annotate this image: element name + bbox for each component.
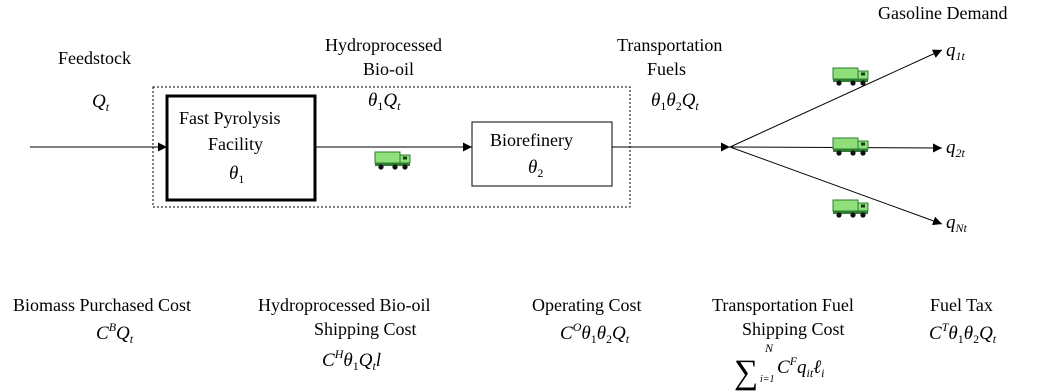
gasoline-demand-label: Gasoline Demand xyxy=(878,3,1007,23)
feedstock-math: Qt xyxy=(92,91,110,114)
fuel-shipping-lower: i=1 xyxy=(760,374,775,385)
demand-q2: q2t xyxy=(946,137,966,160)
fuels-math: θ1θ2Qt xyxy=(651,90,699,113)
pyrolysis-box xyxy=(165,94,317,202)
fuel-shipping-upper: N xyxy=(764,341,774,355)
feedstock-label: Feedstock xyxy=(58,48,131,68)
fuels-label-line2: Fuels xyxy=(647,59,686,79)
pyrolysis-label-line1: Fast Pyrolysis xyxy=(179,108,281,128)
fuel-shipping-math: CFqitℓi xyxy=(777,354,824,380)
bio-oil-math: θ1Qt xyxy=(368,90,401,113)
bio-oil-label-line2: Bio-oil xyxy=(363,59,414,79)
demand-qn: qNt xyxy=(946,212,968,235)
fuel-tax-math: CTθ1θ2Qt xyxy=(929,320,997,346)
operating-cost-math: COθ1θ2Qt xyxy=(560,320,630,346)
biorefinery-box xyxy=(471,121,613,187)
demand-arrow-n xyxy=(729,146,943,226)
demand-arrow-1 xyxy=(729,49,943,148)
biomass-cost-math: CBQt xyxy=(96,320,134,346)
demand-q1: q1t xyxy=(946,40,966,63)
fuel-tax-label: Fuel Tax xyxy=(930,295,993,315)
pyrolysis-theta: θ1 xyxy=(229,163,244,186)
hydro-shipping-label-line1: Hydroprocessed Bio-oil xyxy=(258,295,430,315)
hydro-shipping-math: CHθ1Qtl xyxy=(322,347,381,373)
biomass-cost-label: Biomass Purchased Cost xyxy=(13,295,191,315)
pyrolysis-label-line2: Facility xyxy=(208,134,263,154)
hydro-shipping-label-line2: Shipping Cost xyxy=(314,319,417,339)
fuel-shipping-label-line1: Transportation Fuel xyxy=(712,295,854,315)
truck-icon xyxy=(374,151,411,171)
fuels-label-line1: Transportation xyxy=(617,35,722,55)
bio-oil-label-line1: Hydroprocessed xyxy=(325,35,442,55)
fuel-shipping-label-line2: Shipping Cost xyxy=(742,319,845,339)
truck-icon xyxy=(832,199,869,219)
fuel-shipping-sigma: ∑ xyxy=(734,354,758,391)
truck-icon xyxy=(832,137,869,157)
biorefinery-theta: θ2 xyxy=(528,157,543,180)
operating-cost-label: Operating Cost xyxy=(532,295,642,315)
truck-icon xyxy=(832,67,869,87)
biorefinery-label: Biorefinery xyxy=(490,130,573,150)
